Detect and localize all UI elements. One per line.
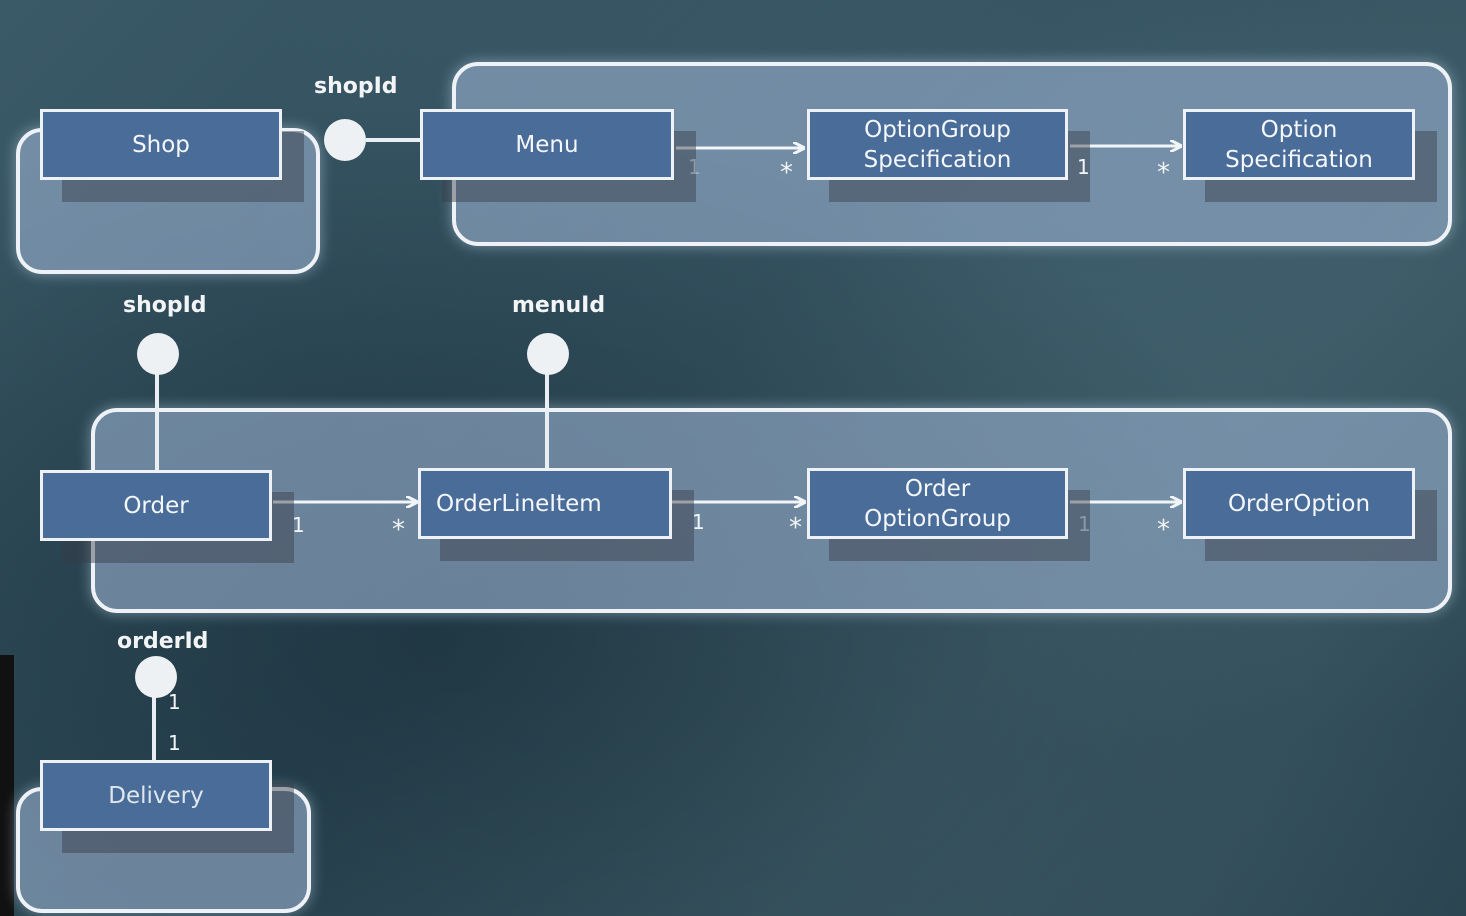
menu-entity-label: Menu — [515, 131, 579, 158]
menu-to-ogs-mult-target: * — [780, 158, 793, 188]
order-shop-ref-line — [155, 372, 159, 472]
delivery-order-ref-label: orderId — [117, 629, 209, 654]
order-option-group-line2: OptionGroup — [864, 505, 1011, 532]
shop-entity[interactable]: Shop — [40, 109, 282, 180]
order-option-group-entity[interactable]: Order OptionGroup — [807, 468, 1068, 539]
oli-to-oog-mult-source: 1 — [692, 510, 705, 534]
order-option-group-line1: Order — [904, 475, 971, 502]
shop-entity-label: Shop — [132, 131, 190, 158]
oog-to-oo-mult-target: * — [1157, 515, 1170, 545]
order-entity[interactable]: Order — [40, 470, 272, 541]
menu-shop-ref-knob — [324, 119, 366, 161]
order-option-label: OrderOption — [1227, 490, 1371, 517]
delivery-order-ref-line — [152, 696, 156, 762]
order-shop-ref-knob — [137, 333, 179, 375]
orderline-menu-ref-knob — [527, 333, 569, 375]
ogs-to-os-mult-source: 1 — [1077, 155, 1090, 179]
order-line-item-entity[interactable]: OrderLineItem — [418, 468, 672, 539]
delivery-order-mult-bottom: 1 — [168, 731, 181, 755]
option-spec-entity[interactable]: Option Specification — [1183, 109, 1415, 180]
option-spec-line2: Specification — [1225, 146, 1373, 173]
option-group-spec-line2: Specification — [863, 146, 1012, 173]
delivery-order-mult-top: 1 — [168, 690, 181, 714]
order-to-oli-mult-target: * — [392, 515, 405, 545]
orderline-menu-ref-label: menuId — [512, 293, 606, 318]
left-edge-strip — [0, 655, 14, 916]
delivery-entity[interactable]: Delivery — [40, 760, 272, 831]
order-line-item-label: OrderLineItem — [436, 490, 602, 517]
menu-entity[interactable]: Menu — [420, 109, 674, 180]
option-group-spec-entity[interactable]: OptionGroup Specification — [807, 109, 1068, 180]
oog-to-oo-mult-source: 1 — [1078, 512, 1091, 536]
order-option-entity[interactable]: OrderOption — [1183, 468, 1415, 539]
option-spec-line1: Option — [1260, 116, 1338, 143]
order-shop-ref-label: shopId — [123, 293, 207, 318]
shop-menu-ref-line — [366, 138, 422, 142]
delivery-entity-label: Delivery — [108, 782, 204, 809]
orderline-menu-ref-line — [545, 372, 549, 470]
option-group-spec-line1: OptionGroup — [864, 116, 1011, 143]
ogs-to-os-mult-target: * — [1157, 158, 1170, 188]
oli-to-oog-mult-target: * — [789, 513, 802, 543]
menu-to-ogs-mult-source: 1 — [688, 155, 701, 179]
order-to-oli-mult-source: 1 — [292, 513, 305, 537]
order-entity-label: Order — [123, 492, 189, 519]
menu-shop-ref-label: shopId — [314, 74, 398, 99]
delivery-order-ref-knob — [135, 656, 177, 698]
